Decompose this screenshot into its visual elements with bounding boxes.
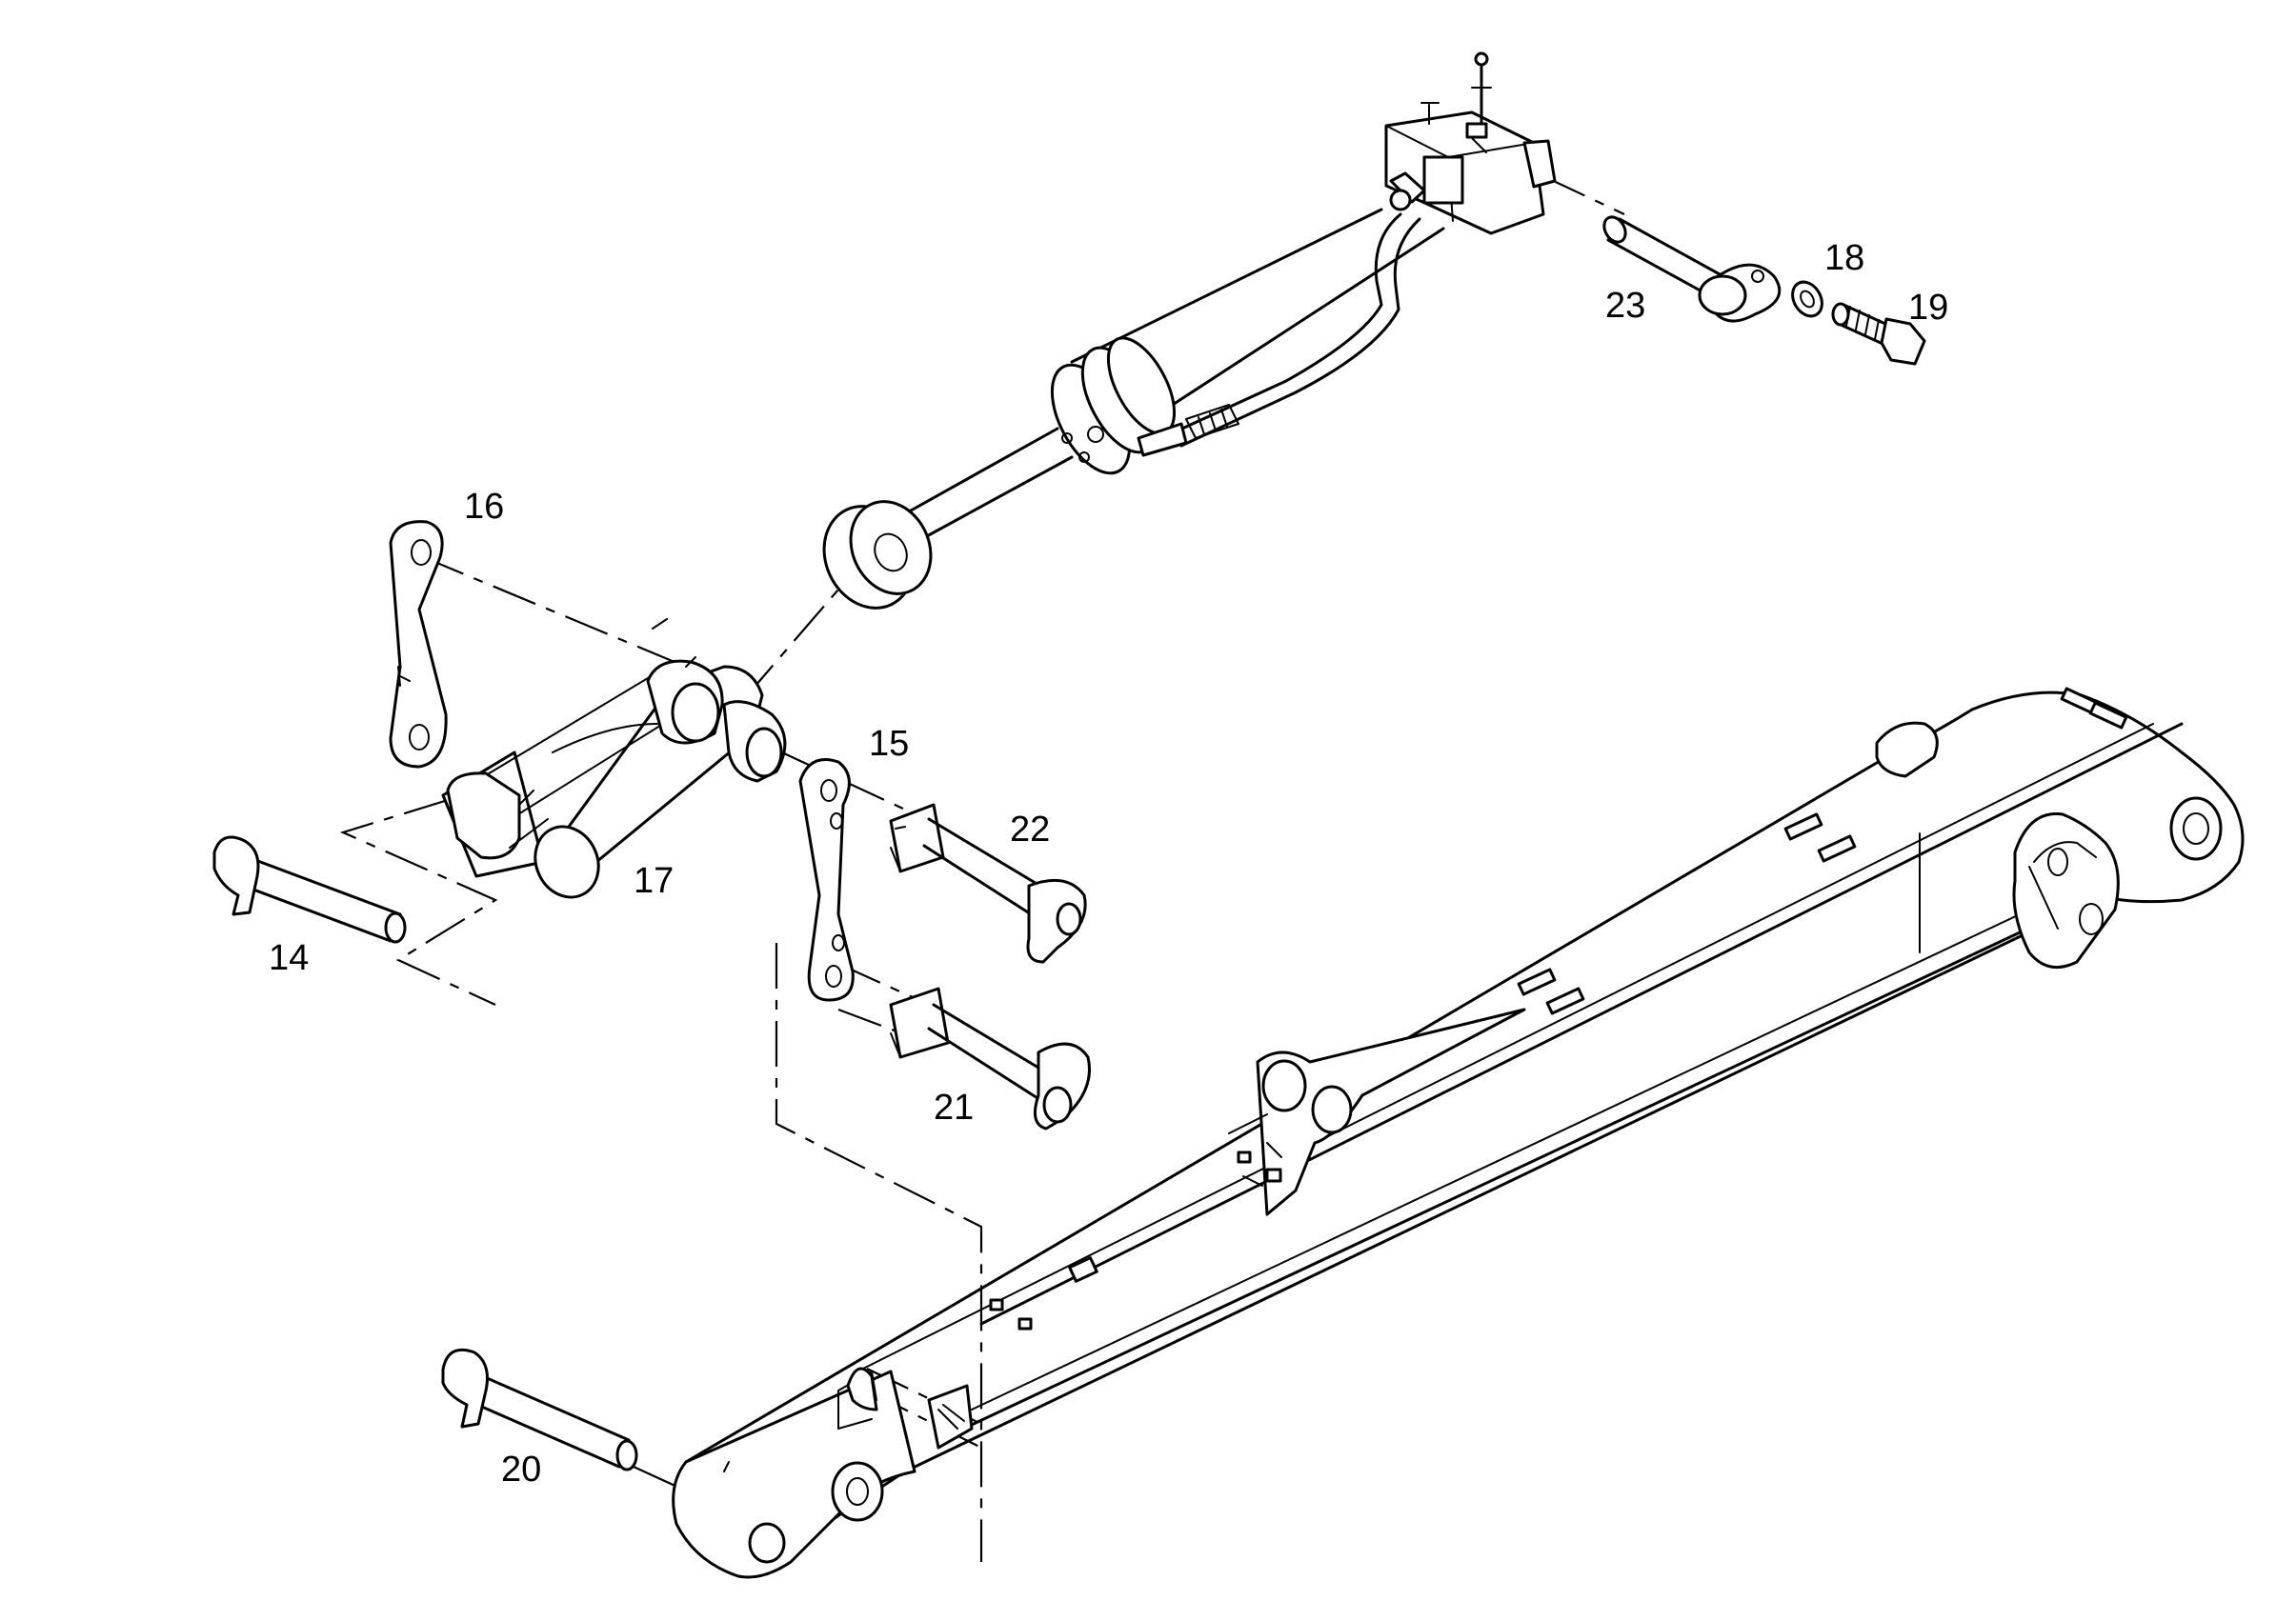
boom (672, 687, 2245, 1579)
pin-14 (212, 835, 407, 944)
callout-22: 22 (1010, 810, 1050, 850)
callout-23: 23 (1605, 286, 1645, 326)
callout-18: 18 (1824, 238, 1864, 278)
bolt-19 (1831, 302, 1926, 366)
callout-21: 21 (934, 1088, 974, 1128)
pin-22 (889, 803, 1087, 964)
callout-labels: 14 15 16 17 18 19 20 21 22 23 (269, 238, 1948, 1490)
hydraulic-cylinder (822, 51, 1557, 610)
assembly-lines (339, 175, 1625, 1562)
washer-18 (1791, 280, 1823, 318)
callout-17: 17 (634, 861, 674, 901)
link-15 (798, 758, 855, 1002)
pin-23 (1602, 215, 1782, 323)
callout-16: 16 (464, 487, 504, 527)
callout-15: 15 (869, 724, 909, 764)
link-16 (389, 520, 448, 769)
pin-21 (889, 987, 1091, 1131)
bracket-17 (441, 618, 787, 899)
pin-20 (441, 1348, 638, 1471)
callout-20: 20 (501, 1450, 541, 1490)
callout-14: 14 (269, 938, 309, 978)
callout-19: 19 (1908, 288, 1948, 328)
